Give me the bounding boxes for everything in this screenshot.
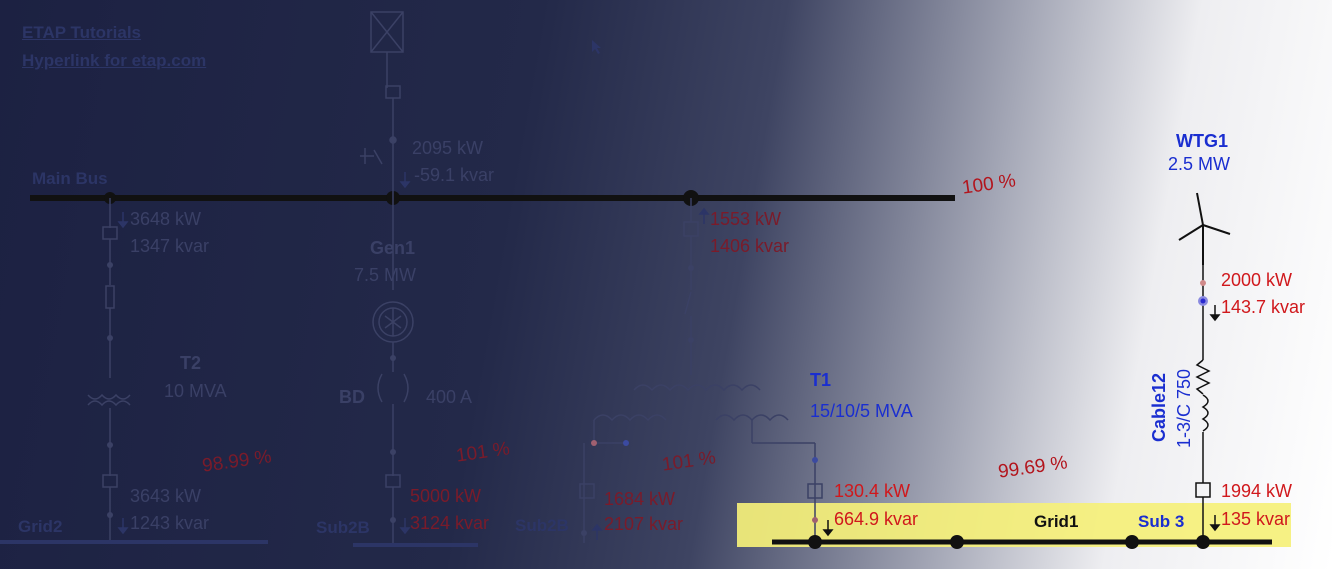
feeder-gen1 xyxy=(372,198,414,545)
sub3-bus-label[interactable]: Sub 3 xyxy=(1138,512,1185,531)
mouse-cursor-icon xyxy=(592,40,601,54)
t2-out-kw: 3643 kW xyxy=(130,486,202,506)
t1a-kw: 1684 kW xyxy=(604,489,676,509)
wtg1-rating: 2.5 MW xyxy=(1168,154,1231,174)
etap-tutorials-link[interactable]: ETAP Tutorials xyxy=(22,23,142,42)
t1-rating: 15/10/5 MVA xyxy=(810,401,913,421)
t1b-kvar: 664.9 kvar xyxy=(834,509,919,529)
feeder1-kvar: 1347 kvar xyxy=(130,236,210,256)
grid1-node-2 xyxy=(950,535,964,549)
sub2b-kw: 5000 kW xyxy=(410,486,482,506)
main-bus-label[interactable]: Main Bus xyxy=(32,169,108,188)
wtg1-name[interactable]: WTG1 xyxy=(1176,131,1228,151)
sub2b-bus-label-2[interactable]: Sub2B xyxy=(515,516,569,535)
feeder-wtg xyxy=(1195,265,1211,542)
utility-kvar: -59.1 kvar xyxy=(414,165,495,185)
sub2b-bus-label-1[interactable]: Sub2B xyxy=(316,518,370,537)
t2-name[interactable]: T2 xyxy=(180,353,202,373)
t1a-kvar: 2107 kvar xyxy=(604,514,684,534)
cable12-name[interactable]: Cable12 xyxy=(1149,372,1169,442)
sub2b-kvar: 3124 kvar xyxy=(410,513,490,533)
t2-rating: 10 MVA xyxy=(164,381,227,401)
t1b-kw: 130.4 kW xyxy=(834,481,911,501)
sub3-kw: 1994 kW xyxy=(1221,481,1293,501)
cable12-rating: 1-3/C 750 xyxy=(1174,368,1194,448)
gen1-rating: 7.5 MW xyxy=(354,265,417,285)
grid1-bus-label[interactable]: Grid1 xyxy=(1034,512,1079,531)
bd-rating: 400 A xyxy=(426,387,473,407)
grid1-node-1 xyxy=(808,535,822,549)
bd-name[interactable]: BD xyxy=(339,387,365,407)
utility-kw: 2095 kW xyxy=(412,138,484,158)
feeder1-kw: 3648 kW xyxy=(130,209,202,229)
t2-out-kvar: 1243 kvar xyxy=(130,513,210,533)
grid2-bus-label[interactable]: Grid2 xyxy=(18,517,63,536)
etap-hyperlink[interactable]: Hyperlink for etap.com xyxy=(22,51,207,70)
gen1-name[interactable]: Gen1 xyxy=(370,238,416,258)
feeder2-kvar: 1406 kvar xyxy=(710,236,790,256)
wtg-kw: 2000 kW xyxy=(1221,270,1293,290)
sub3-kvar: 135 kvar xyxy=(1221,509,1291,529)
utility-grid-icon xyxy=(360,11,404,198)
grid1-node-3 xyxy=(1125,535,1139,549)
feeder2-kw: 1553 kW xyxy=(710,209,782,229)
t1-name[interactable]: T1 xyxy=(810,370,832,390)
wind-turbine-icon xyxy=(1178,192,1231,265)
wtg-kvar: 143.7 kvar xyxy=(1221,297,1306,317)
feeder-t1 xyxy=(579,198,823,543)
feeder-t2 xyxy=(87,198,131,542)
